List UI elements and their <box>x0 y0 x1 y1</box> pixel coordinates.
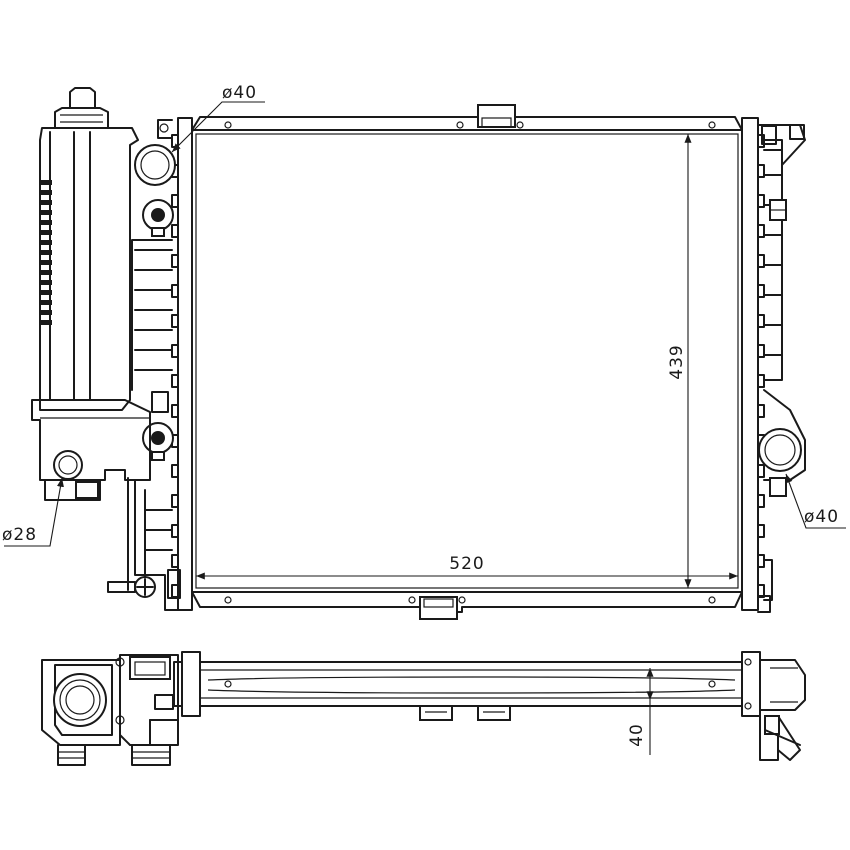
radiator-core <box>191 104 743 620</box>
height-dimension: 439 <box>667 134 692 588</box>
port-diameter-callout: ø28 <box>2 477 64 547</box>
left-tank <box>107 117 193 611</box>
outlet-diameter-label: ø40 <box>804 507 839 527</box>
expansion-tank <box>31 87 151 501</box>
height-label: 439 <box>667 344 687 379</box>
left-end-top <box>41 651 201 766</box>
outlet-diameter-callout: ø40 <box>785 473 846 529</box>
front-view: 520 439 ø40 ø28 ø40 <box>2 83 846 620</box>
width-dimension: 520 <box>196 554 738 580</box>
top-view: 40 <box>41 651 806 766</box>
depth-label: 40 <box>627 723 647 747</box>
port-diameter-label: ø28 <box>2 525 37 545</box>
depth-dimension: 40 <box>627 668 654 755</box>
inlet-diameter-label: ø40 <box>222 83 257 103</box>
inlet-diameter-callout: ø40 <box>171 83 265 153</box>
width-label: 520 <box>449 554 484 574</box>
core-top <box>199 661 743 721</box>
right-tank <box>741 117 806 613</box>
right-end-top <box>741 651 806 761</box>
